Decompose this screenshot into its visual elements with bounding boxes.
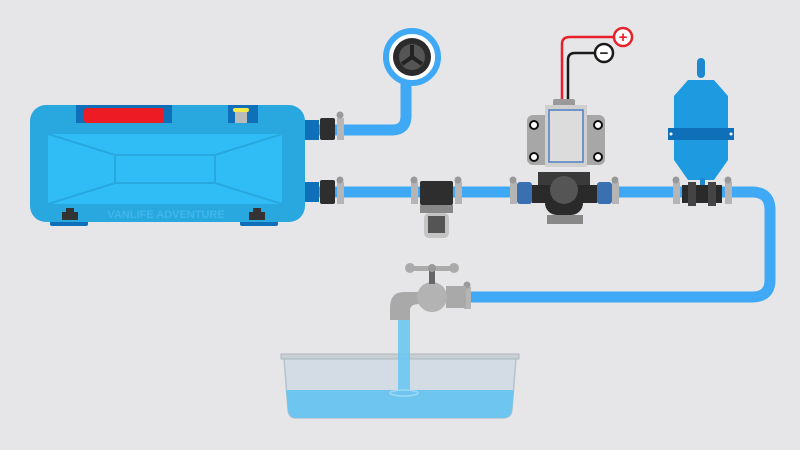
basin-water: [286, 390, 514, 418]
water-tank: VANLIFE ADVENTURE: [30, 105, 335, 226]
water-pump: [517, 99, 612, 224]
negative-terminal: −: [593, 42, 615, 64]
accumulator-tank: [668, 58, 734, 206]
pipes: [305, 84, 776, 303]
hose-clamps: [336, 111, 732, 309]
tank-gauge: [383, 28, 441, 86]
tank-level-indicator: [84, 108, 164, 123]
faucet[interactable]: [390, 263, 466, 320]
plus-icon: +: [619, 29, 628, 46]
main-pipe: [305, 186, 776, 303]
gauge-pipe: [305, 84, 412, 136]
minus-icon: −: [600, 45, 609, 62]
inline-filter: [420, 181, 453, 238]
positive-terminal: +: [612, 26, 634, 48]
tank-brand-label: VANLIFE ADVENTURE: [107, 209, 224, 221]
water-stream: [389, 320, 419, 397]
tank-cap: [233, 108, 249, 112]
power-wires: [560, 35, 614, 100]
